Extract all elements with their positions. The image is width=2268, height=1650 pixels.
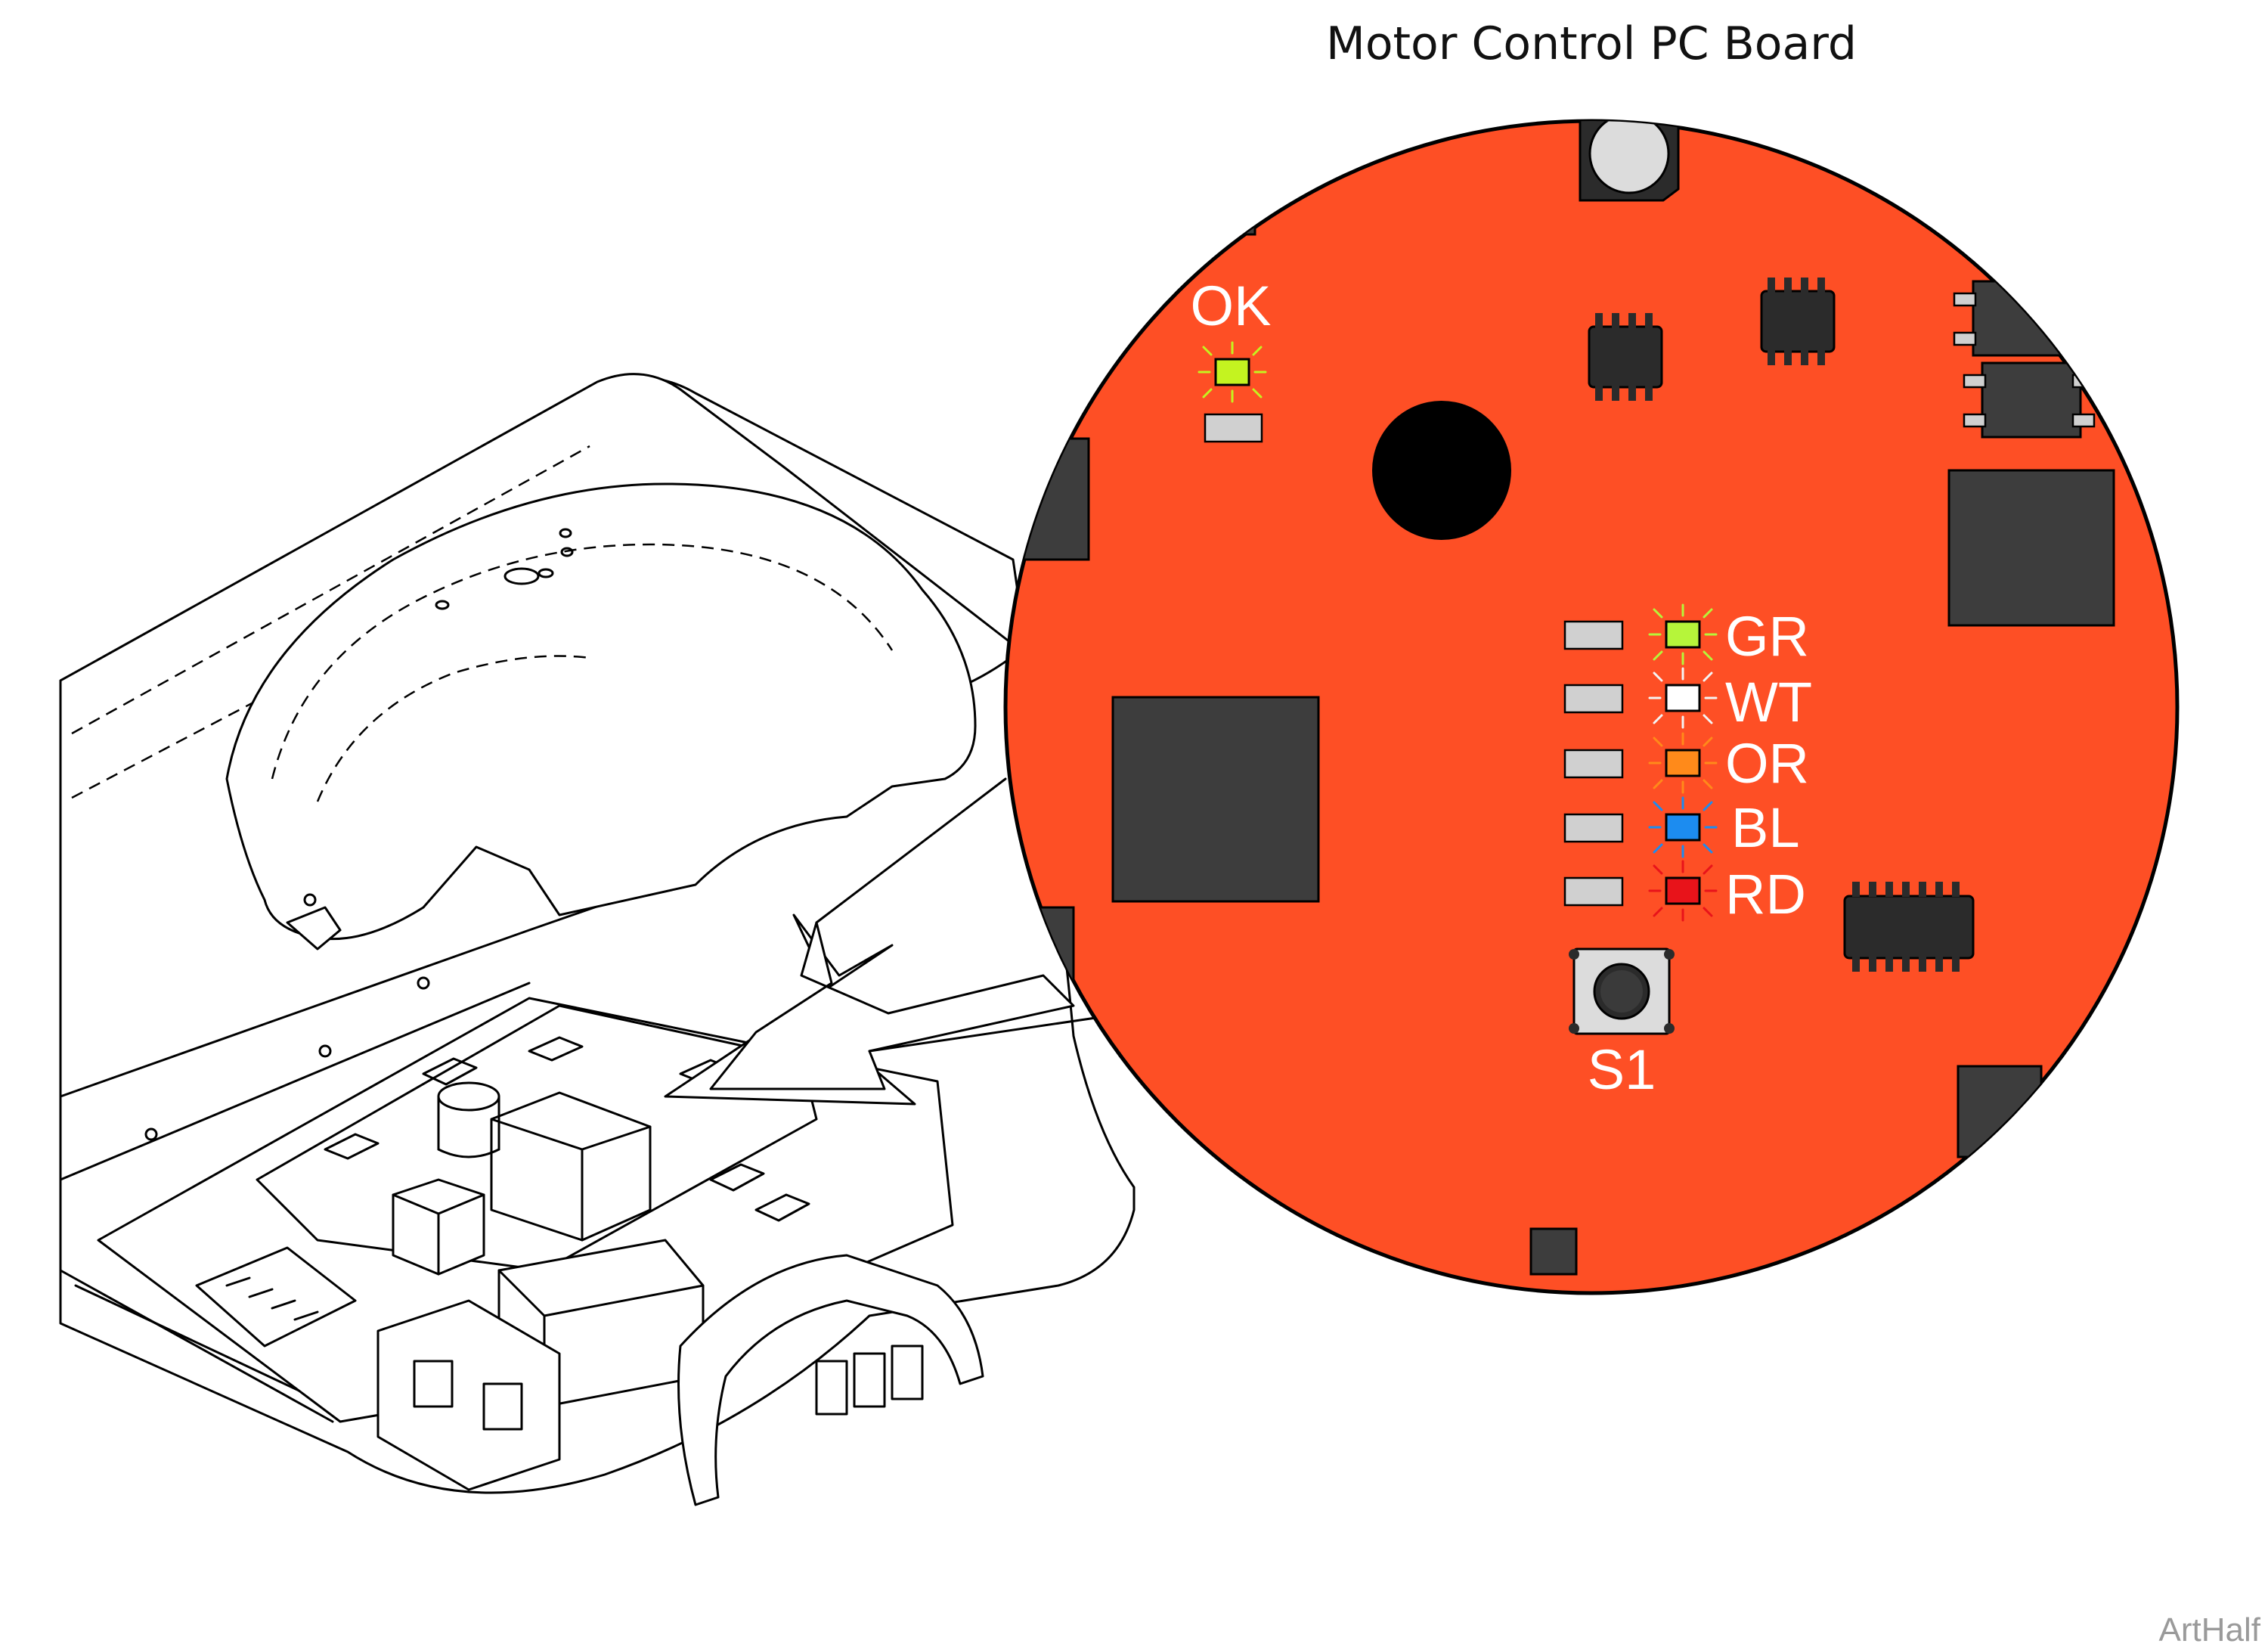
led-glow-tick (1703, 714, 1713, 724)
led-glow-tick (1703, 779, 1713, 789)
led-glow-tick (1653, 843, 1663, 854)
status-led-wt (1665, 684, 1701, 712)
status-led-row: OR (1563, 732, 1809, 795)
ic-pin (1902, 957, 1910, 972)
led-glow-tick (1703, 608, 1713, 619)
status-led-column: GR WT OR BL (1563, 603, 1812, 926)
status-led-or (1665, 749, 1701, 777)
board-edge-notch (1529, 1227, 1578, 1276)
board-edge-notch (1193, 180, 1256, 236)
ic-pin (1869, 882, 1876, 897)
led-glow-tick (1703, 737, 1713, 747)
ic-14pin (1843, 882, 1975, 972)
ic-pin (1885, 882, 1893, 897)
led-glow-tick (1653, 714, 1663, 724)
led-glow-tick (1653, 801, 1663, 811)
ic-pin (1852, 882, 1860, 897)
ic-pin (1852, 957, 1860, 972)
buzzer-membrane (1588, 121, 1670, 194)
base-assembly (59, 373, 1136, 1506)
ic-pin (1952, 882, 1960, 897)
led-glow-tick (1252, 388, 1263, 399)
ic-pin (1885, 957, 1893, 972)
led-glow-tick (1653, 737, 1663, 747)
callout-leader-top (815, 777, 1007, 924)
board-edge-notch (1005, 437, 1090, 561)
board-magnifier: OK GR WT OR (1003, 119, 2180, 1295)
led-glow-tick (1653, 779, 1663, 789)
led-pad (1563, 684, 1624, 714)
led-glow-tick (1703, 907, 1713, 917)
led-glow-tick (1703, 864, 1713, 875)
ic-pin (1935, 957, 1943, 972)
switch-s1[interactable]: S1 (1569, 948, 1675, 1101)
led-pad (1563, 876, 1624, 907)
status-led-row: WT (1563, 667, 1812, 734)
led-glow-tick (1653, 608, 1663, 619)
status-led-row: BL (1563, 796, 1800, 859)
relay (1981, 361, 2082, 439)
led-glow-tick (1653, 671, 1663, 682)
callout-leader-bottom (868, 1012, 1128, 1053)
led-glow-tick (1202, 388, 1213, 399)
status-led-label: RD (1725, 863, 1806, 926)
led-pad (1563, 749, 1624, 779)
ic-pin (1935, 882, 1943, 897)
led-glow-tick (1202, 346, 1213, 356)
led-glow-tick (1653, 650, 1663, 661)
ic-8pin (1588, 313, 1663, 401)
led-glow-tick (1653, 907, 1663, 917)
status-led-row: RD (1563, 860, 1806, 926)
status-led-rd (1665, 876, 1701, 905)
ok-led-pad (1204, 413, 1263, 443)
led-glow-tick (1703, 650, 1713, 661)
led-pad (1563, 813, 1624, 843)
status-led-row: GR (1563, 603, 1809, 668)
board-title: Motor Control PC Board (1326, 17, 1857, 70)
ok-led (1214, 358, 1250, 386)
board-edge-notch (1957, 1065, 2043, 1158)
ok-led-label: OK (1191, 274, 1272, 337)
ic-pin (1952, 957, 1960, 972)
status-led-gr (1665, 620, 1701, 649)
ic-8pin (1760, 278, 1836, 365)
status-led-bl (1665, 813, 1701, 842)
status-led-label: OR (1725, 732, 1809, 795)
ic-pin (1919, 882, 1926, 897)
ok-led-group: OK (1191, 274, 1272, 443)
large-ic (1947, 469, 2115, 627)
mounting-hole (1372, 401, 1511, 540)
ic-pin (1902, 882, 1910, 897)
art-credit: ArtHalf (2159, 1611, 2261, 1648)
led-pad (1563, 620, 1624, 650)
ic-pin (1919, 957, 1926, 972)
relay (1972, 280, 2073, 357)
led-glow-tick (1703, 671, 1713, 682)
led-glow-tick (1252, 346, 1263, 356)
status-led-label: WT (1725, 671, 1812, 734)
status-led-label: BL (1731, 796, 1800, 859)
led-glow-tick (1703, 801, 1713, 811)
status-led-label: GR (1725, 605, 1809, 668)
led-glow-tick (1703, 843, 1713, 854)
led-glow-tick (1653, 864, 1663, 875)
large-ic (1111, 696, 1320, 903)
switch-s1-label: S1 (1588, 1038, 1656, 1101)
ic-pin (1869, 957, 1876, 972)
